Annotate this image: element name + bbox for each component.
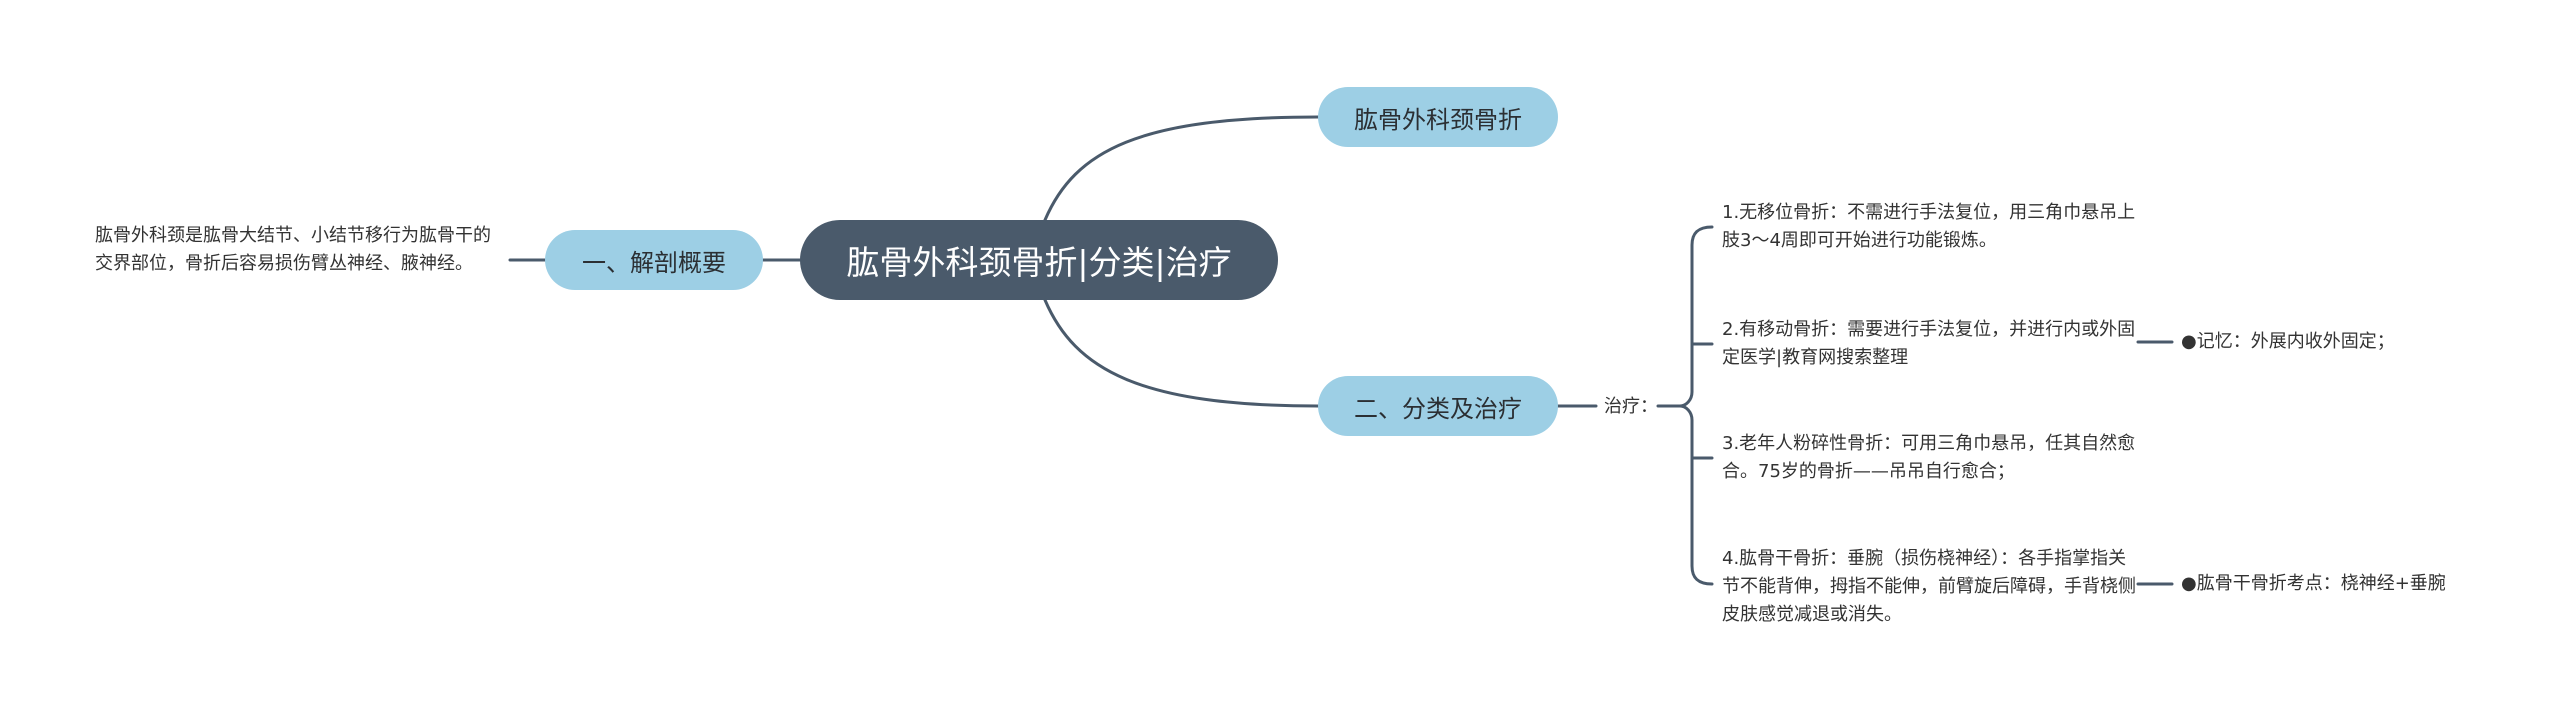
branch-top[interactable]: 肱骨外科颈骨折 (1318, 87, 1558, 147)
treatment-item-4: 4.肱骨干骨折：垂腕（损伤桡神经）：各手指掌指关节不能背伸，拇指不能伸，前臂旋后… (1722, 548, 2136, 625)
branch-anatomy-label: 一、解剖概要 (582, 248, 726, 277)
link-root-class (1043, 298, 1320, 408)
treatment-node: 治疗： (1604, 396, 1658, 417)
root-label: 肱骨外科颈骨折|分类|治疗 (846, 243, 1232, 282)
root-node[interactable]: 肱骨外科颈骨折|分类|治疗 (800, 220, 1278, 300)
branch-classification[interactable]: 二、分类及治疗 (1318, 376, 1558, 436)
bracket (1679, 225, 1714, 586)
anatomy-note: 肱骨外科颈是肱骨大结节、小结节移行为肱骨干的交界部位，骨折后容易损伤臂丛神经、腋… (95, 225, 491, 274)
branch-classification-label: 二、分类及治疗 (1354, 394, 1522, 423)
treatment-item-1: 1.无移位骨折：不需进行手法复位，用三角巾悬吊上肢3～4周即可开始进行功能锻炼。 (1722, 202, 2136, 251)
branch-top-label: 肱骨外科颈骨折 (1354, 105, 1522, 134)
treatment-item-3: 3.老年人粉碎性骨折：可用三角巾悬吊，任其自然愈合。75岁的骨折——吊吊自行愈合… (1722, 433, 2136, 482)
link-root-top (1043, 115, 1320, 222)
memo-item-2: ●记忆：外展内收外固定； (2181, 331, 2395, 352)
branch-anatomy[interactable]: 一、解剖概要 (545, 230, 763, 290)
memo-item-4: ●肱骨干骨折考点：桡神经+垂腕 (2181, 573, 2446, 594)
treatment-item-2: 2.有移动骨折：需要进行手法复位，并进行内或外固定医学|教育网搜索整理 (1722, 319, 2136, 368)
